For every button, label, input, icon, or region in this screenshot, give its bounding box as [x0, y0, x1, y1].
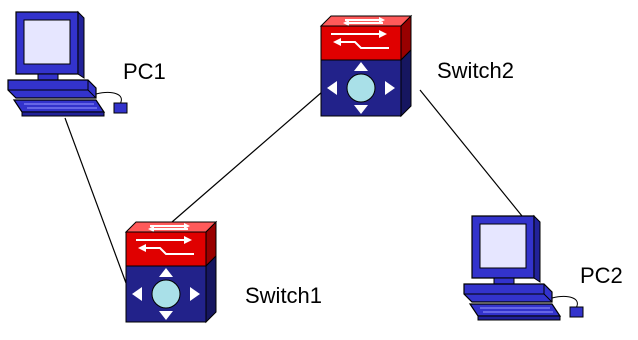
- switch1-label: Switch1: [245, 283, 322, 308]
- link-switch2-pc2: [419, 89, 523, 217]
- pc2-node[interactable]: PC2: [463, 215, 623, 321]
- switch1-icon: [125, 221, 217, 323]
- link-switch1-switch2: [171, 91, 323, 223]
- switch2-node[interactable]: Switch2: [320, 15, 514, 117]
- pc1-computer-icon: [7, 11, 128, 117]
- switch2-label: Switch2: [437, 58, 514, 83]
- pc1-label: PC1: [123, 59, 166, 84]
- switch2-icon: [320, 15, 412, 117]
- pc1-node[interactable]: PC1: [7, 11, 166, 117]
- link-pc1-switch1: [64, 117, 127, 284]
- pc2-label: PC2: [580, 263, 623, 288]
- pc2-computer-icon: [463, 215, 584, 321]
- switch1-node[interactable]: Switch1: [125, 221, 322, 323]
